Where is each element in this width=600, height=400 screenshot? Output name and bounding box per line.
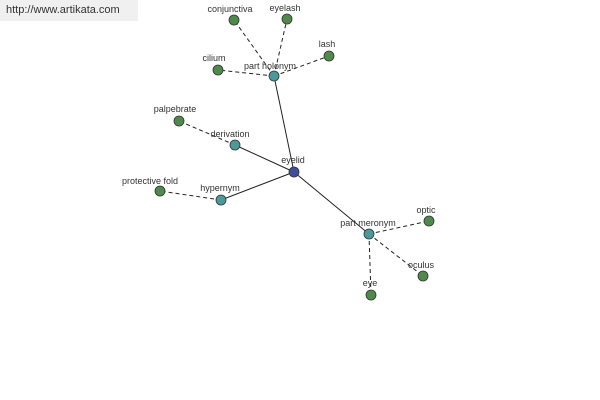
nodes-layer: [154, 13, 435, 301]
node-eyelid[interactable]: [288, 166, 300, 178]
edge-derivation-palpebrate: [178, 120, 236, 146]
node-derivation[interactable]: [229, 139, 241, 151]
node-eyelash[interactable]: [281, 13, 293, 25]
node-protective-fold[interactable]: [154, 185, 166, 197]
edge-eyelid-derivation: [234, 144, 295, 173]
label-lash: lash: [319, 39, 336, 49]
edge-eyelid-part-holonym: [273, 75, 295, 173]
labels-layer: eyelid part holonym derivation hypernym part…: [122, 3, 436, 288]
label-protective-fold: protective fold: [122, 176, 178, 186]
label-oculus: oculus: [408, 260, 435, 270]
edge-part-holonym-eyelash: [273, 18, 288, 77]
label-eyelid: eyelid: [281, 155, 305, 165]
node-part-holonym[interactable]: [268, 70, 280, 82]
edge-eyelid-hypernym: [220, 171, 295, 201]
node-eye[interactable]: [365, 289, 377, 301]
label-conjunctiva: conjunctiva: [207, 4, 252, 14]
edge-part-meronym-eye: [368, 233, 372, 296]
label-hypernym: hypernym: [200, 183, 240, 193]
edge-part-holonym-cilium: [217, 69, 275, 77]
edge-part-holonym-conjunctiva: [233, 19, 275, 77]
node-cilium[interactable]: [212, 64, 224, 76]
edge-part-holonym-lash: [273, 55, 330, 77]
node-hypernym[interactable]: [215, 194, 227, 206]
node-palpebrate[interactable]: [173, 115, 185, 127]
edges-layer: [159, 18, 430, 296]
label-cilium: cilium: [202, 53, 225, 63]
edge-eyelid-part-meronym: [293, 171, 370, 235]
node-conjunctiva[interactable]: [228, 14, 240, 26]
node-optic[interactable]: [423, 215, 435, 227]
node-oculus[interactable]: [417, 270, 429, 282]
label-part-meronym: part meronym: [340, 218, 396, 228]
watermark-url: http://www.artikata.com: [0, 0, 138, 21]
node-part-meronym[interactable]: [363, 228, 375, 240]
edge-part-meronym-optic: [368, 220, 430, 235]
label-derivation: derivation: [210, 129, 249, 139]
edge-hypernym-protective-fold: [159, 190, 222, 201]
label-optic: optic: [416, 205, 436, 215]
node-lash[interactable]: [323, 50, 335, 62]
label-palpebrate: palpebrate: [154, 104, 197, 114]
label-eyelash: eyelash: [269, 3, 300, 13]
label-eye: eye: [363, 278, 378, 288]
label-part-holonym: part holonym: [244, 61, 296, 71]
edge-part-meronym-oculus: [368, 233, 424, 277]
